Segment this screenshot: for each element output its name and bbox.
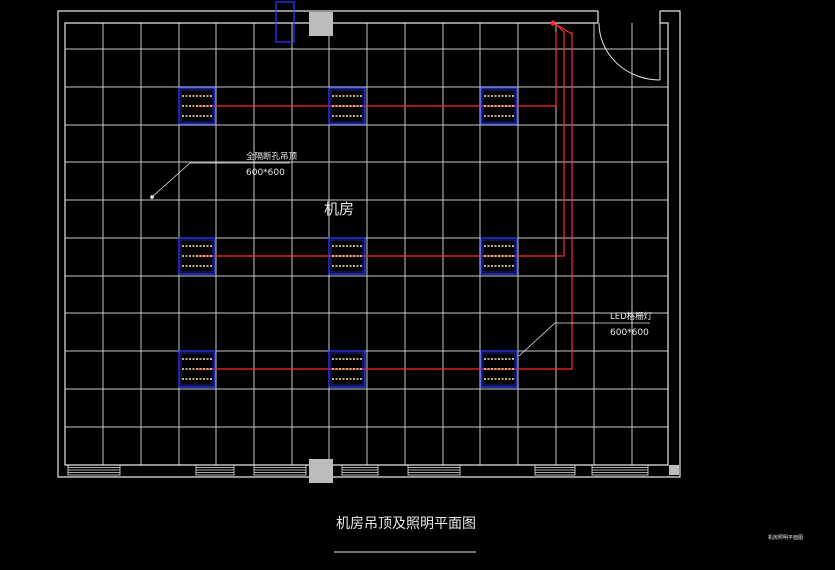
fixture-inner [180,89,214,123]
vent [341,464,379,476]
fixture-frame [480,237,518,275]
circuit-run [197,32,557,107]
fixture-inner [482,89,516,123]
fixture-inner [330,239,364,273]
drawing-title: 机房吊顶及照明平面图 [336,516,476,532]
ceiling-grid [65,23,668,465]
vent [195,464,235,476]
led-panel-icon [328,237,366,275]
fixture-frame [328,350,366,388]
fixture-inner [180,352,214,386]
fixture-frame [480,350,518,388]
led-panel-icon [480,237,518,275]
fixture-frame [328,87,366,125]
fixture-frame [480,87,518,125]
column-icon [669,465,679,475]
homerun-wire [555,23,565,33]
led-panel-icon [178,350,216,388]
light-fixtures [178,87,518,388]
fixture-frame [328,237,366,275]
circuit-run [197,32,573,370]
fixture-frame [178,87,216,125]
vent [67,464,121,476]
light-leader [518,322,650,357]
room-name-label: 机房 [324,200,354,218]
vent [407,464,461,476]
junction-icon [550,20,556,26]
led-panel-icon [480,350,518,388]
led-panel-icon [328,350,366,388]
fixture-inner [330,89,364,123]
fixture-frame [178,237,216,275]
fixture-inner [482,239,516,273]
led-panel-icon [178,87,216,125]
light-size-label: 600*600 [610,328,649,338]
led-panel-icon [178,237,216,275]
ceiling-size-label: 600*600 [246,168,285,178]
vent [534,464,576,476]
led-panel-icon [480,87,518,125]
column-icon [309,12,333,36]
fixture-inner [482,352,516,386]
outer-wall [57,10,681,478]
floor-vents [67,464,649,476]
door-swing-icon [598,22,661,81]
ceiling-material-label: 全隔断孔吊顶 [246,151,298,162]
column-icon [309,459,333,483]
light-type-label: LED格栅灯 [610,311,653,322]
corner-note: 机房照明平面图 [768,534,803,541]
lighting-circuit [197,20,573,370]
leader-lines [150,162,650,357]
vent [591,464,649,476]
fixture-frame [178,350,216,388]
room-walls [57,10,681,478]
fixture-inner [330,352,364,386]
circuit-run [197,32,565,257]
ceiling-leader [151,162,290,198]
led-panel-icon [328,87,366,125]
ac-outlet-icon [275,1,295,43]
vent [253,464,307,476]
fixture-inner [180,239,214,273]
